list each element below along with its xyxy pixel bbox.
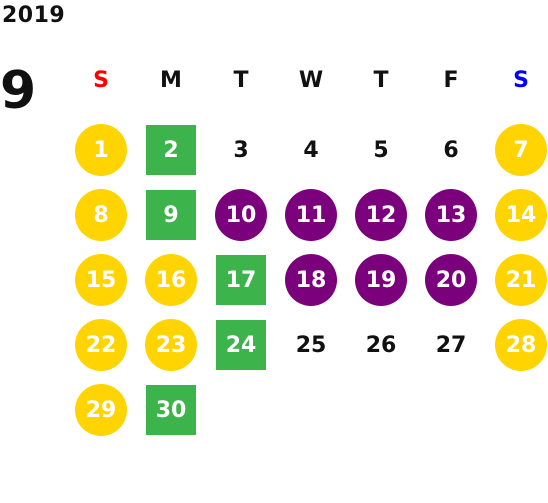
calendar-day-2[interactable]: 2 [146, 125, 196, 175]
calendar-day-5[interactable]: 5 [373, 137, 389, 163]
calendar-day-16[interactable]: 16 [145, 254, 197, 306]
calendar-day-22[interactable]: 22 [75, 319, 127, 371]
weekday-6: S [513, 67, 529, 93]
calendar-year: 2019 [2, 3, 66, 28]
calendar-day-20[interactable]: 20 [425, 254, 477, 306]
calendar-month: 9 [0, 61, 37, 121]
weekday-3: W [298, 67, 324, 93]
calendar-day-10[interactable]: 10 [215, 189, 267, 241]
calendar-day-6[interactable]: 6 [443, 137, 459, 163]
calendar-day-7[interactable]: 7 [495, 124, 547, 176]
calendar-day-1[interactable]: 1 [75, 124, 127, 176]
calendar-day-27[interactable]: 27 [435, 332, 467, 358]
calendar-day-24[interactable]: 24 [216, 320, 266, 370]
calendar-day-18[interactable]: 18 [285, 254, 337, 306]
calendar-day-11[interactable]: 11 [285, 189, 337, 241]
calendar-day-12[interactable]: 12 [355, 189, 407, 241]
weekday-1: M [160, 67, 182, 93]
weekday-2: T [233, 67, 249, 93]
calendar-day-26[interactable]: 26 [365, 332, 397, 358]
calendar-day-9[interactable]: 9 [146, 190, 196, 240]
weekday-0: S [93, 67, 109, 93]
calendar-day-19[interactable]: 19 [355, 254, 407, 306]
calendar-day-17[interactable]: 17 [216, 255, 266, 305]
calendar-day-8[interactable]: 8 [75, 189, 127, 241]
calendar-day-3[interactable]: 3 [233, 137, 249, 163]
calendar-day-25[interactable]: 25 [295, 332, 327, 358]
weekday-4: T [373, 67, 389, 93]
calendar-day-28[interactable]: 28 [495, 319, 547, 371]
calendar-day-4[interactable]: 4 [303, 137, 319, 163]
calendar-day-15[interactable]: 15 [75, 254, 127, 306]
weekday-5: F [443, 67, 459, 93]
calendar-day-14[interactable]: 14 [495, 189, 547, 241]
calendar-day-29[interactable]: 29 [75, 384, 127, 436]
calendar-day-23[interactable]: 23 [145, 319, 197, 371]
calendar-day-21[interactable]: 21 [495, 254, 547, 306]
calendar-day-30[interactable]: 30 [146, 385, 196, 435]
calendar-day-13[interactable]: 13 [425, 189, 477, 241]
